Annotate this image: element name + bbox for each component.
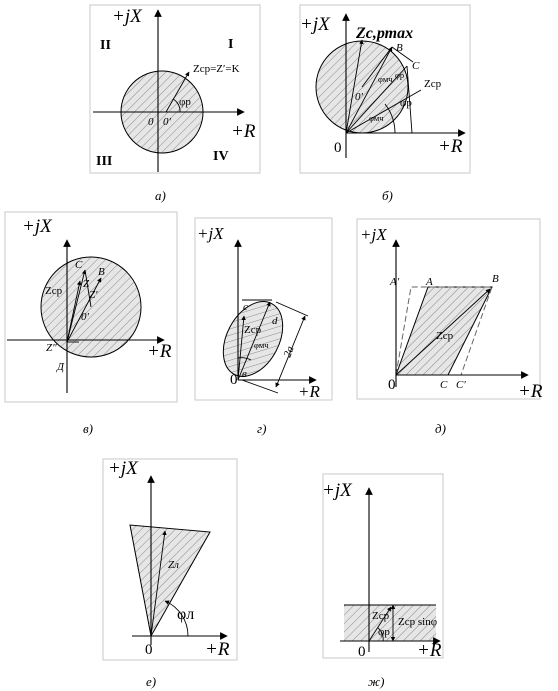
panel-v-point-d: Д <box>56 361 65 373</box>
panel-a-impedance-label: Zср=Z′=K <box>193 63 240 75</box>
panel-zh-y-label: +jX <box>322 480 353 501</box>
panel-zh-x-label: +R <box>417 640 442 661</box>
panel-a-quadrant-4: IV <box>213 149 229 164</box>
panel-zh-reactive-label: Zср sinφ <box>398 616 437 628</box>
panel-a-caption: а) <box>155 188 166 203</box>
panel-d-impedance-label: Zср <box>436 330 454 342</box>
panel-g: +jX +R c d в Zср φмч 2a 0 г) <box>194 217 333 436</box>
panel-g-point-c: c <box>243 301 248 313</box>
panel-v-caption: в) <box>83 421 93 436</box>
panel-g-origin: 0 <box>230 372 238 388</box>
panel-d-caption: д) <box>435 421 446 436</box>
panel-a-quadrant-1: I <box>228 37 233 52</box>
panel-b-point-b: B <box>396 42 403 54</box>
panel-a-origin-shifted: 0' <box>163 116 172 128</box>
panel-b-angle-2: φр <box>395 70 404 80</box>
panel-v: +jX +R C B Д Zср Z Z′ Z″ 0' в) <box>4 211 178 436</box>
panel-g-point-d: d <box>272 315 278 327</box>
panel-b: +jX +R Zс,ртах B C φмч φр φр φмч Zср 0' … <box>299 4 471 203</box>
panel-g-x-label: +R <box>298 382 320 401</box>
panel-v-origin-shifted: 0' <box>81 311 90 323</box>
panel-a-quadrant-2: II <box>100 38 111 53</box>
panel-b-x-label: +R <box>438 136 463 157</box>
panel-v-z2-label: Z″ <box>46 342 57 354</box>
panel-e: +jX +R Zл φл 0 е) <box>102 458 238 689</box>
panel-d-point-a1: A′ <box>389 276 400 288</box>
panel-v-y-label: +jX <box>22 216 53 237</box>
panel-b-y-label: +jX <box>300 14 331 35</box>
panel-v-zsr-label: Zср <box>45 285 63 297</box>
panel-a-origin: 0 <box>148 116 154 128</box>
panel-g-point-v: в <box>242 368 247 380</box>
panel-b-origin: 0 <box>334 140 342 156</box>
panel-v-z-label: Z <box>83 278 90 290</box>
panel-b-title: Zс,ртах <box>355 25 413 42</box>
panel-d-point-c: C <box>440 379 448 391</box>
panel-g-angle-label: φмч <box>254 340 269 350</box>
panel-e-origin: 0 <box>145 642 153 658</box>
panel-a-quadrant-3: III <box>96 154 112 169</box>
panel-g-width-label: 2a <box>282 344 297 359</box>
panel-e-caption: е) <box>146 674 156 689</box>
panel-e-impedance-label: Zл <box>168 559 179 571</box>
panel-b-caption: б) <box>382 188 393 203</box>
panel-b-angle-3: φр <box>400 97 412 109</box>
panel-d-y-label: +jX <box>360 225 387 244</box>
panel-d-point-c1: C′ <box>456 379 466 391</box>
panel-a: +jX +R I II III IV Zср=Z′=K φр 0 0' а) <box>89 4 261 203</box>
panel-b-impedance-label: Zср <box>424 78 442 90</box>
panel-v-x-label: +R <box>147 341 172 362</box>
panel-d-point-b: B <box>492 273 499 285</box>
panel-a-y-label: +jX <box>112 6 143 27</box>
panel-g-caption: г) <box>257 421 266 436</box>
panel-d-x-label: +R <box>518 381 543 402</box>
panel-b-point-c: C <box>412 60 420 72</box>
panel-e-y-label: +jX <box>108 458 139 479</box>
panel-v-z1-label: Z′ <box>89 289 98 301</box>
panel-v-point-b: B <box>98 266 105 278</box>
panel-d-origin: 0 <box>388 377 396 393</box>
panel-d: +jX +R A′ A B C C′ Zср 0 д) <box>356 218 543 436</box>
panel-e-angle-label: φл <box>177 606 194 623</box>
panel-zh-angle-label: φр <box>378 626 390 638</box>
panel-zh-origin: 0 <box>358 644 366 660</box>
panel-b-angle-4: φмч <box>369 113 384 123</box>
panel-a-angle-label: φр <box>179 96 191 108</box>
panel-zh-impedance-label: Zср <box>372 610 390 622</box>
panel-b-angle-1: φмч <box>378 74 393 84</box>
panel-zh: +jX +R Zср Zср sinφ φр 0 ж) <box>322 473 444 689</box>
panel-d-point-a: A <box>425 276 433 288</box>
panel-v-point-c: C <box>75 259 83 271</box>
panel-b-origin-shifted: 0' <box>355 91 364 103</box>
panel-g-zsr-label: Zср <box>244 324 262 336</box>
panel-zh-caption: ж) <box>368 674 384 689</box>
panel-a-x-label: +R <box>231 121 256 142</box>
panel-g-y-label: +jX <box>197 224 224 243</box>
panel-e-x-label: +R <box>205 639 230 660</box>
panel-e-triangle <box>129 524 211 638</box>
